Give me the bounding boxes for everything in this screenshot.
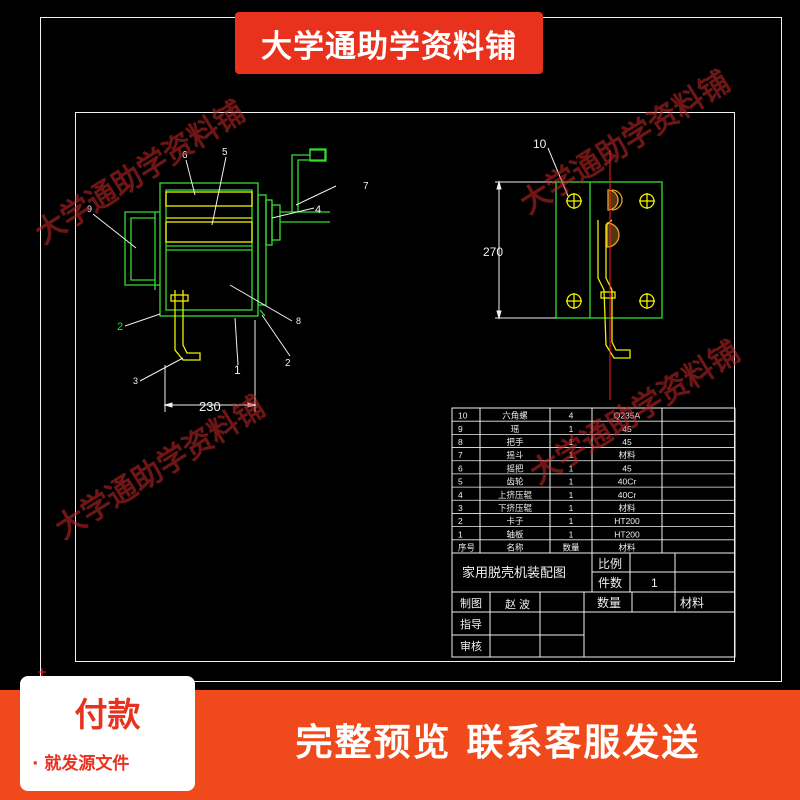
- dimension-230: [163, 320, 257, 412]
- bom-cell-material: 材料: [618, 543, 636, 553]
- bom-cell-material: HT200: [614, 516, 640, 526]
- bom-cell-no: 9: [458, 424, 463, 434]
- bom-cell-qty: 1: [569, 490, 574, 500]
- bom-cell-no: 3: [458, 503, 463, 513]
- bom-cell-qty: 数量: [562, 543, 580, 553]
- bom-cell-name: 卡子: [506, 516, 524, 526]
- callout-8: 8: [296, 316, 301, 326]
- callout-5: 5: [222, 147, 228, 158]
- dimension-270-label: 270: [483, 245, 503, 259]
- title-block: [451, 552, 736, 658]
- bom-cell-material: 40Cr: [618, 477, 637, 487]
- bom-rows: 10 六角螺 4 Q235A 9 瑶 1 45 8 把手 1 45 7 摇斗 1 材料 6 摇把 1 45 5 齿轮 1 40…: [452, 411, 735, 553]
- bom-cell-name: 上挤压辊: [498, 490, 533, 500]
- bom-cell-material: 45: [622, 437, 632, 447]
- bom-cell-name: 齿轮: [506, 477, 524, 487]
- bom-cell-name: 下挤压辊: [498, 503, 533, 513]
- callout-10: 10: [533, 137, 547, 151]
- side-hook: [597, 219, 631, 359]
- side-plate: [555, 181, 663, 319]
- bom-cell-no: 6: [458, 463, 463, 473]
- pay-title: 付款: [74, 695, 141, 734]
- pay-subtitle: · 就发源文件: [32, 754, 130, 774]
- drawn-value: 赵 波: [505, 597, 530, 611]
- bom-cell-qty: 1: [569, 437, 574, 447]
- bom-cell-qty: 1: [569, 477, 574, 487]
- review-label: 审核: [460, 639, 482, 653]
- qty-label: 数量: [597, 595, 621, 610]
- bom-cell-name: 轴板: [506, 529, 524, 539]
- bom-cell-material: 45: [622, 463, 632, 473]
- callout-7: 7: [363, 181, 369, 192]
- bom-cell-name: 名称: [506, 543, 524, 553]
- bom-cell-no: 1: [458, 529, 463, 539]
- bom-cell-qty: 1: [569, 529, 574, 539]
- callout-2: 2: [285, 358, 291, 369]
- drawing-border-inner: [75, 112, 735, 662]
- bom-cell-name: 摇把: [506, 463, 524, 473]
- bom-cell-material: 40Cr: [618, 490, 637, 500]
- bom-cell-qty: 1: [569, 424, 574, 434]
- bom-cell-material: Q235A: [614, 411, 641, 421]
- bom-cell-qty: 1: [569, 503, 574, 513]
- bom-cell-name: 摇斗: [506, 450, 524, 460]
- bom-cell-no: 5: [458, 477, 463, 487]
- drawing-title: 家用脱壳机装配图: [462, 565, 566, 580]
- footer-message: 完整预览 联系客服发送: [295, 721, 701, 764]
- count-label: 件数: [598, 575, 622, 590]
- bom-cell-name: 把手: [506, 437, 524, 447]
- bom-cell-material: 45: [622, 424, 632, 434]
- callout-4: 4: [315, 204, 321, 216]
- bom-cell-qty: 1: [569, 450, 574, 460]
- bom-cell-name: 瑶: [511, 424, 520, 434]
- count-value: 1: [651, 576, 658, 590]
- bom-cell-no: 4: [458, 490, 463, 500]
- bom-cell-no: 8: [458, 437, 463, 447]
- bom-cell-name: 六角螺: [502, 411, 528, 421]
- dimension-270: [495, 180, 556, 320]
- guide-label: 指导: [460, 617, 482, 631]
- bom-cell-no: 序号: [458, 543, 475, 553]
- bom-cell-no: 10: [458, 411, 468, 421]
- bom-cell-no: 7: [458, 450, 463, 460]
- drawn-label: 制图: [460, 597, 482, 610]
- bom-cell-no: 2: [458, 516, 463, 526]
- left-view: [124, 148, 330, 361]
- right-view: [555, 150, 663, 400]
- dimension-230-label: 230: [199, 399, 221, 414]
- lower-roller: [165, 221, 253, 243]
- upper-roller: [165, 191, 253, 207]
- bom-cell-material: 材料: [618, 503, 636, 513]
- callout-2-green: 2: [117, 321, 123, 333]
- bom-cell-qty: 1: [569, 463, 574, 473]
- scale-label: 比例: [598, 557, 622, 571]
- bom-cell-qty: 1: [569, 516, 574, 526]
- clamp-hook: [174, 290, 201, 361]
- callout-9: 9: [87, 204, 92, 214]
- callout-6: 6: [182, 150, 188, 161]
- bom-cell-qty: 4: [569, 411, 574, 421]
- bom-cell-material: 材料: [618, 450, 636, 460]
- callout-3: 3: [133, 376, 138, 386]
- pay-card[interactable]: 付款 · 就发源文件: [20, 676, 195, 791]
- shop-banner: 大学通助学资料铺: [235, 12, 543, 74]
- callout-1: 1: [234, 363, 241, 377]
- bom-cell-material: HT200: [614, 529, 640, 539]
- material-label: 材料: [680, 596, 704, 610]
